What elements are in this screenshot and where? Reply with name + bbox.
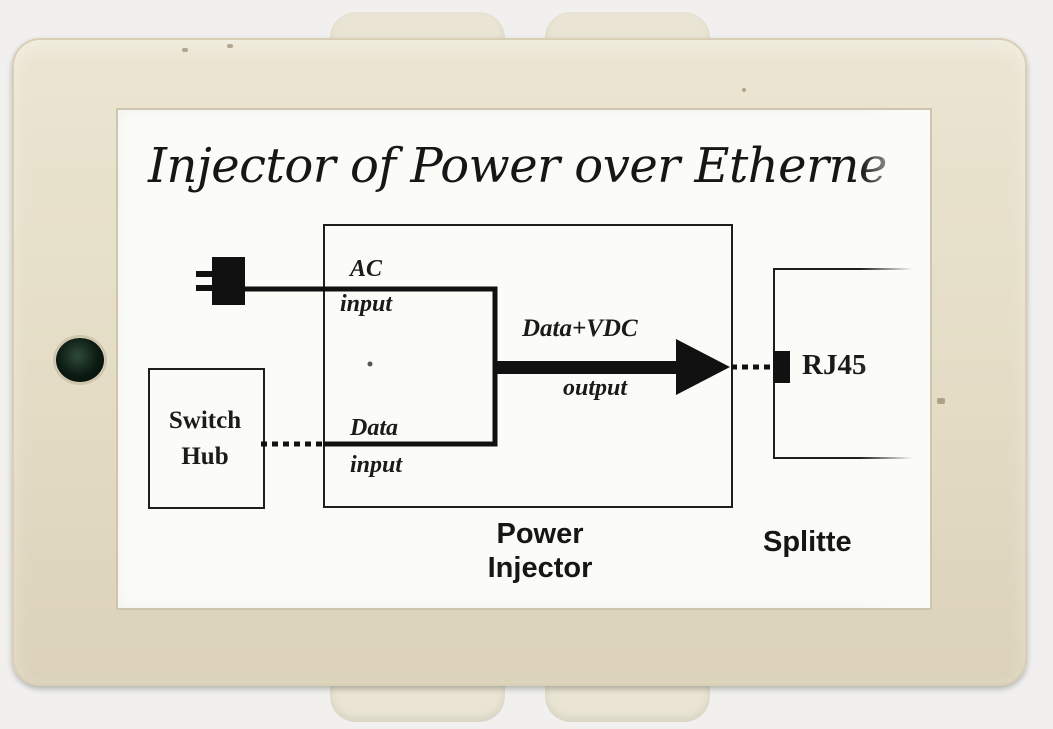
switch-label: Switch [168, 407, 242, 434]
label-glare [860, 110, 930, 608]
casing-speck [227, 44, 233, 48]
status-led-icon [56, 338, 104, 382]
rj45-label: RJ45 [802, 349, 867, 381]
data-input-label: input [350, 452, 403, 478]
data-input-line [323, 368, 498, 447]
ac-input-line [245, 286, 498, 368]
splitter-caption: Splitte [763, 526, 852, 558]
ac-input-label: input [340, 291, 393, 317]
casing-speck [937, 398, 945, 404]
label-title: Injector of Power over Etherne [148, 138, 887, 194]
data-label: Data [350, 415, 398, 441]
injector-caption-line: Injector [487, 552, 593, 584]
label-speck [367, 361, 373, 367]
output-label: output [563, 375, 628, 401]
output-arrowhead-icon [676, 339, 730, 395]
switch-hub-box [148, 368, 265, 509]
power-injector-caption: Power Injector [470, 517, 610, 585]
switch-hub-label: Switch Hub [150, 403, 260, 475]
casing-speck [182, 48, 188, 52]
ac-plug-prong [196, 271, 214, 277]
ac-label: AC [350, 256, 383, 282]
casing-speck [742, 88, 746, 92]
ac-plug-icon [212, 257, 245, 305]
data-vdc-label: Data+VDC [522, 315, 638, 342]
output-arrow-shaft [495, 361, 685, 374]
hub-label: Hub [181, 443, 229, 470]
product-label: Injector of Power over Etherne AC input … [118, 110, 930, 608]
power-caption-line: Power [496, 518, 584, 550]
rj45-port-icon [773, 351, 790, 383]
ac-plug-prong [196, 285, 214, 291]
wiring-diagram [196, 257, 790, 447]
